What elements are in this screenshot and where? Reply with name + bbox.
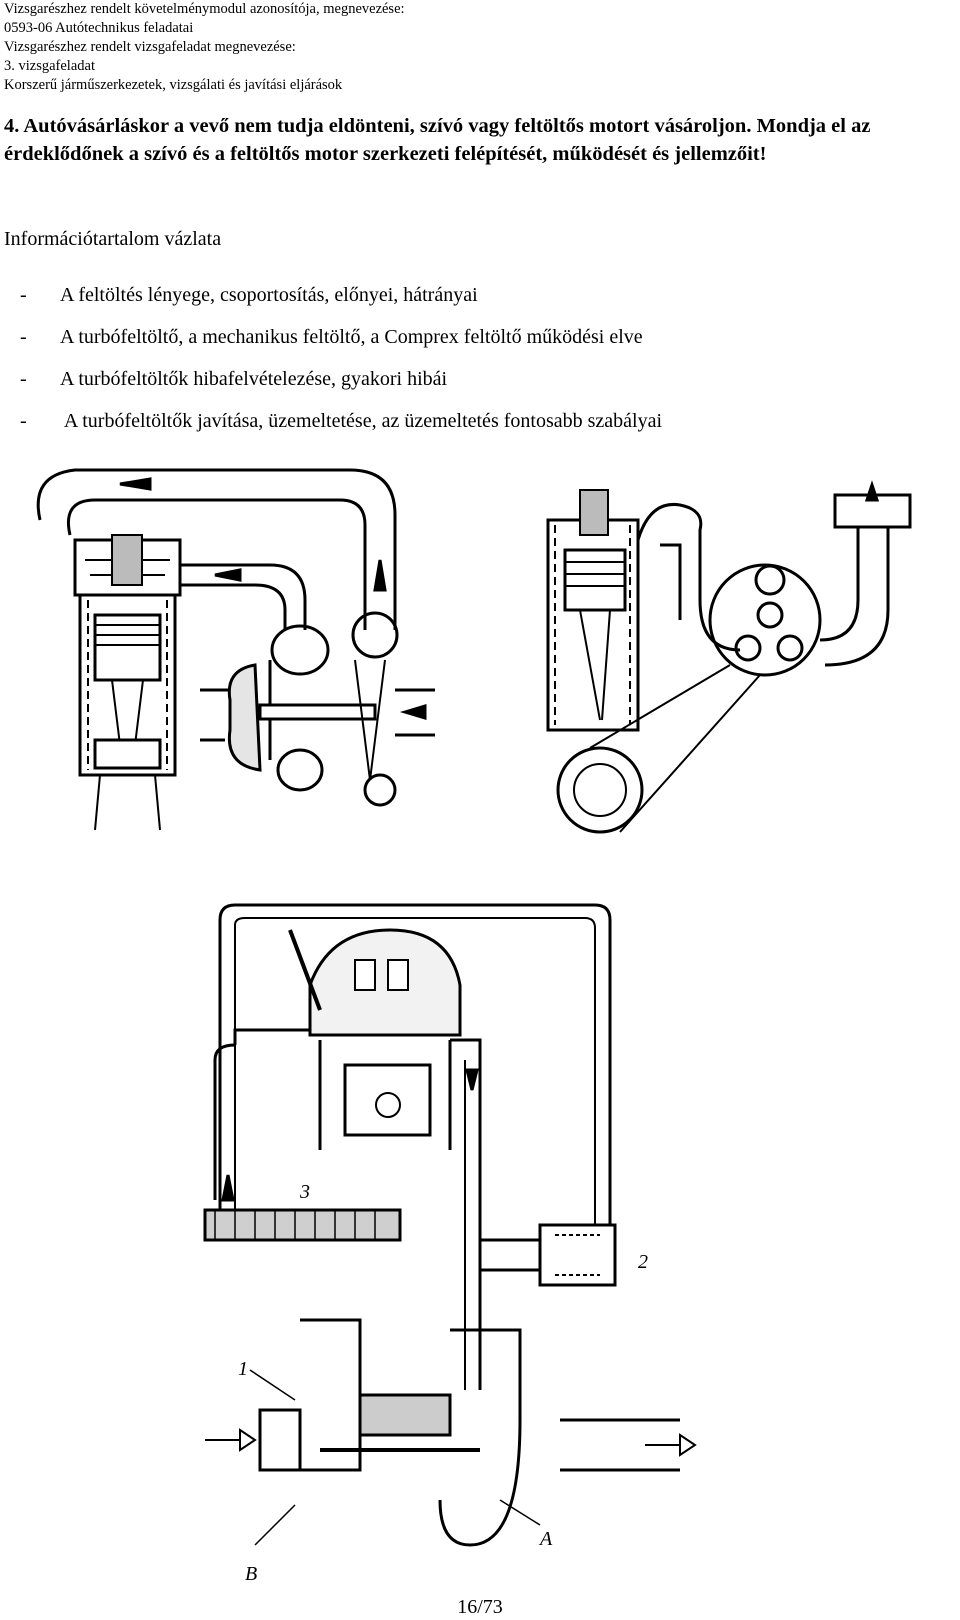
header-module-label: Vizsgarészhez rendelt követelménymodul a… <box>4 1 405 17</box>
intercooler <box>203 1208 402 1242</box>
outline-dash: - <box>20 368 27 390</box>
valve-spring <box>387 959 409 991</box>
label-b: B <box>245 1563 257 1585</box>
rotor-lobe <box>756 601 784 629</box>
exhaust-pipe-upper <box>180 563 307 630</box>
exhaust-outlet <box>560 1418 680 1472</box>
turbine-housing-bottom <box>276 748 324 792</box>
turbo-engine-figure <box>36 468 435 831</box>
piston <box>343 1063 432 1137</box>
outline-item: - A turbófeltöltők javítása, üzemeltetés… <box>20 410 662 433</box>
header-task-label: Vizsgarészhez rendelt vizsgafeladat megn… <box>4 39 296 55</box>
outline-dash: - <box>20 410 27 432</box>
injector <box>111 534 143 586</box>
piston-pin <box>375 1092 401 1118</box>
intake-arrow-icon <box>239 1428 257 1452</box>
boost-control-line <box>218 903 612 1230</box>
outline-item: - A turbófeltöltő, a mechanikus feltöltő,… <box>20 326 643 349</box>
turbine-housing-top <box>270 624 330 676</box>
label-a: A <box>538 1528 553 1550</box>
turbo-shaft <box>258 703 377 721</box>
exhaust-arrow-icon <box>679 1433 697 1457</box>
rotor-lobe <box>776 634 804 662</box>
label-3: 3 <box>299 1181 310 1203</box>
cylinder-block <box>78 593 177 777</box>
spark-plug <box>288 929 322 1011</box>
wastegate-turbo-figure <box>203 903 697 1547</box>
roots-housing <box>708 563 822 677</box>
con-rod <box>111 679 144 746</box>
outline-item-text: A turbófeltöltők hibafelvételezése, gyak… <box>60 368 448 390</box>
piston <box>563 548 627 612</box>
compressor-housing <box>300 1318 362 1472</box>
outline-item-text: A feltöltés lényege, csoportosítás, előn… <box>60 284 478 306</box>
outline-item-text: A turbófeltöltők javítása, üzemeltetése,… <box>60 410 663 432</box>
label-2: 2 <box>638 1251 648 1273</box>
crank-pulley <box>556 746 644 834</box>
outline-item: - A feltöltés lényege, csoportosítás, elő… <box>20 284 478 307</box>
label-1: 1 <box>238 1358 248 1380</box>
header-module-value: 0593-06 Autótechnikus feladatai <box>4 20 194 36</box>
exhaust-pipe <box>450 1038 482 1390</box>
exhaust-pipe-lower <box>180 583 287 630</box>
air-inlet <box>395 688 435 737</box>
valve-spring <box>354 959 376 991</box>
intake-pipe-inner <box>67 498 367 630</box>
compressor-inlet <box>258 1408 302 1472</box>
outline-title: Információtartalom vázlata <box>4 228 222 250</box>
turbine-housing <box>438 1328 522 1547</box>
compressor-housing-top <box>351 611 399 659</box>
turbine-wheel <box>227 663 262 772</box>
outline-item: - A turbófeltöltők hibafelvételezése, gya… <box>20 368 447 391</box>
exhaust-outlet <box>200 688 230 742</box>
flow-arrow <box>373 559 387 592</box>
intake-pipe-outer <box>36 468 397 630</box>
compressor-wheel <box>354 659 386 781</box>
center-housing <box>358 1393 452 1437</box>
rotor-lobe <box>734 634 762 662</box>
intake-duct <box>819 527 890 667</box>
page-number: 16/73 <box>457 1596 503 1618</box>
drive-belt <box>589 664 761 833</box>
compressor-housing-bottom <box>363 773 397 807</box>
crankcase <box>93 738 162 770</box>
outline-dash: - <box>20 326 27 348</box>
rotor-lobe <box>754 564 786 596</box>
question-text: 4. Autóvásárláskor a vevő nem tudja eldö… <box>4 115 871 165</box>
flow-arrow <box>119 477 152 491</box>
supercharger-figure <box>546 480 912 834</box>
cylinder-head <box>308 928 462 1037</box>
outline-item-text: A turbófeltöltő, a mechanikus feltöltő, … <box>60 326 643 348</box>
header-task-number: 3. vizsgafeladat <box>4 58 95 74</box>
injector <box>579 489 609 536</box>
header-task-title: Korszerű járműszerkezetek, vizsgálati és… <box>4 77 343 93</box>
outline-dash: - <box>20 284 27 306</box>
